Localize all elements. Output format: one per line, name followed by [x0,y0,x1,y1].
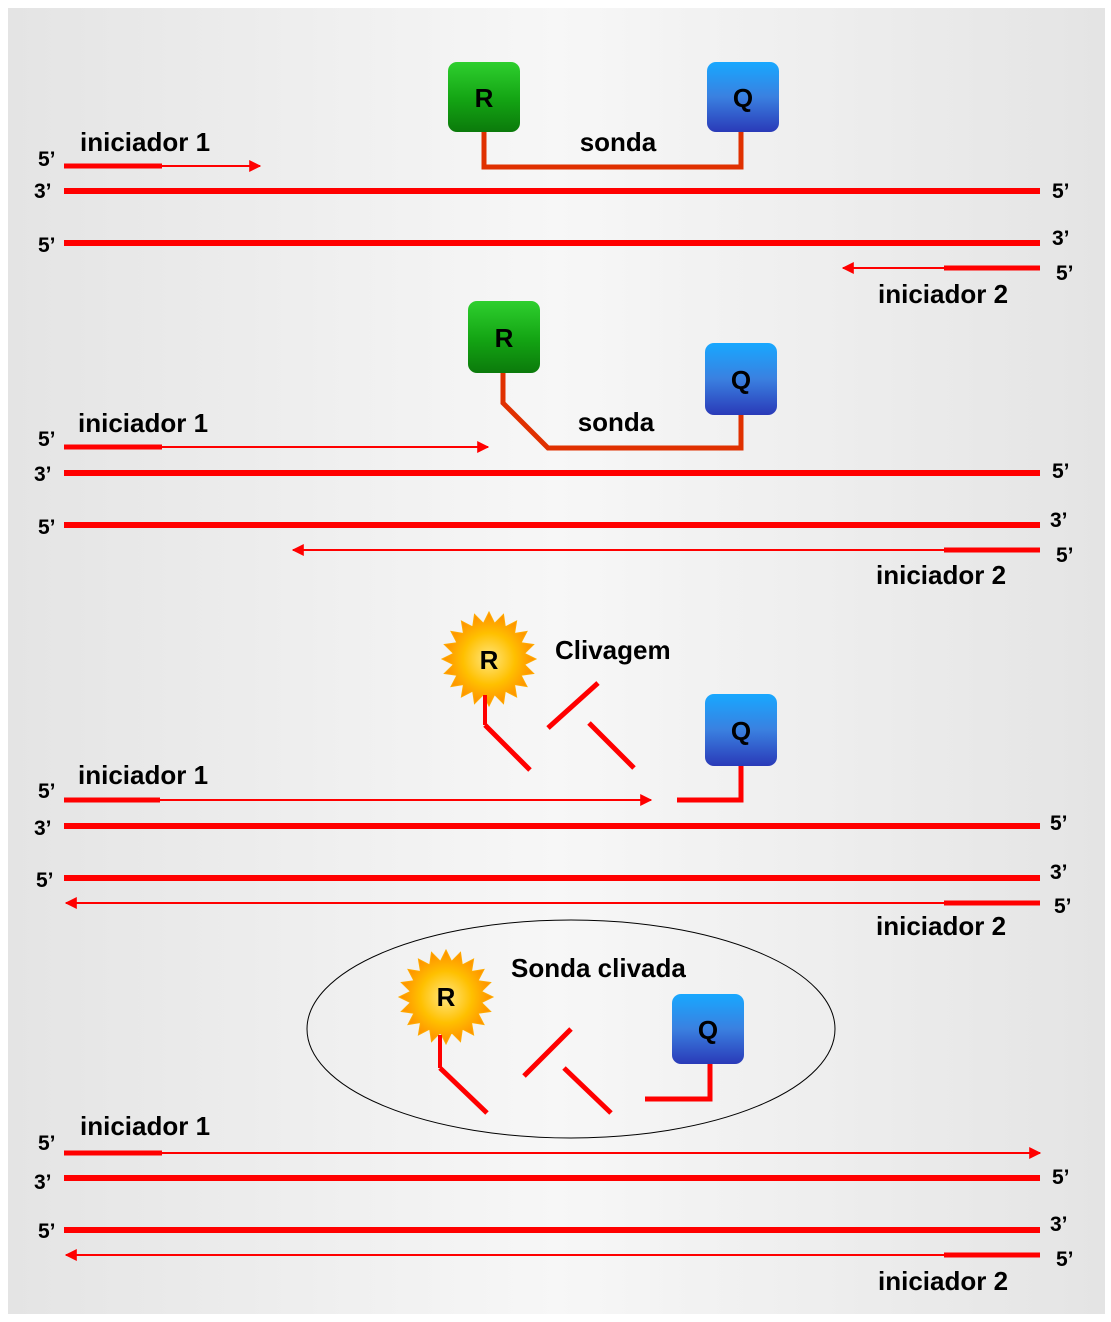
primer2-5-end: 5’ [1054,895,1072,918]
top-strand-3-end: 3’ [34,463,52,486]
probe-label: sonda [580,127,657,157]
yellow-starburst-icon [397,948,495,1046]
probe-fragment [483,723,532,772]
top-strand-3-end: 3’ [34,180,52,203]
probe-label: sonda [578,407,655,437]
top-strand-3-end: 3’ [34,1171,52,1194]
primer2-5-end: 5’ [1056,544,1074,567]
probe-line [481,132,744,170]
probe-fragment [522,1027,573,1078]
probe-fragment [587,721,636,770]
quencher-box [705,343,777,415]
panel-1: R Q sonda iniciador 1 5’ 3’ 5’ 5’ 3’ 5’ … [34,62,1074,309]
quencher-box [705,694,777,766]
reporter-label: R [437,982,456,1012]
bottom-strand-5-end: 5’ [38,516,56,539]
probe-fragment [438,1066,489,1115]
quencher-label: Q [731,716,751,746]
primer1-label: iniciador 1 [78,760,208,790]
probe-fragment [677,766,744,803]
primer2-5-end: 5’ [1056,262,1074,285]
primer2-label: iniciador 2 [878,1266,1008,1296]
quencher-box [707,62,779,132]
taqman-pcr-diagram: R Q sonda iniciador 1 5’ 3’ 5’ 5’ 3’ 5’ … [34,62,1074,1296]
primer2-5-end: 5’ [1056,1248,1074,1271]
quencher-label: Q [698,1015,718,1045]
panel-3: R Clivagem Q iniciador 1 5’ 3’ 5’ 5’ 3’ … [34,610,1072,941]
reporter-label: R [495,323,514,353]
primer1-5-end: 5’ [38,1132,56,1155]
quencher-box [672,994,744,1064]
bottom-strand-3-end: 3’ [1050,509,1068,532]
top-strand-5-end: 5’ [1052,460,1070,483]
probe-fragment [645,1064,713,1102]
quencher-label: Q [731,365,751,395]
quencher-label: Q [733,83,753,113]
top-strand-5-end: 5’ [1052,180,1070,203]
primer1-label: iniciador 1 [80,1111,210,1141]
reporter-box [468,301,540,373]
reporter-box [448,62,520,132]
bottom-strand-5-end: 5’ [38,1220,56,1243]
cleaved-probe-outline [306,919,836,1139]
primer1-5-end: 5’ [38,780,56,803]
primer1-5-end: 5’ [38,148,56,171]
reporter-label: R [480,645,499,675]
bottom-strand-3-end: 3’ [1050,861,1068,884]
primer2-label: iniciador 2 [878,279,1008,309]
reporter-label: R [475,83,494,113]
bottom-strand-5-end: 5’ [36,869,54,892]
top-strand-5-end: 5’ [1050,812,1068,835]
primer1-5-end: 5’ [38,428,56,451]
probe-line [500,373,744,451]
bottom-strand-3-end: 3’ [1052,227,1070,250]
diagram-canvas: R Q sonda iniciador 1 5’ 3’ 5’ 5’ 3’ 5’ … [8,8,1105,1314]
panel-2: R Q sonda iniciador 1 5’ 3’ 5’ 5’ 3’ 5’ … [34,301,1074,590]
primer2-label: iniciador 2 [876,560,1006,590]
probe-fragment [562,1066,613,1115]
primer1-label: iniciador 1 [78,408,208,438]
yellow-starburst-icon [440,610,538,708]
top-strand-3-end: 3’ [34,817,52,840]
top-strand-5-end: 5’ [1052,1166,1070,1189]
cleavage-label: Clivagem [555,635,671,665]
probe-fragment [546,681,600,730]
bottom-strand-5-end: 5’ [38,234,56,257]
bottom-strand-3-end: 3’ [1050,1213,1068,1236]
primer1-label: iniciador 1 [80,127,210,157]
primer2-label: iniciador 2 [876,911,1006,941]
cleaved-probe-label: Sonda clivada [511,953,686,983]
panel-4: R Sonda clivada Q iniciador 1 5’ 3’ 5’ 5… [34,919,1074,1296]
